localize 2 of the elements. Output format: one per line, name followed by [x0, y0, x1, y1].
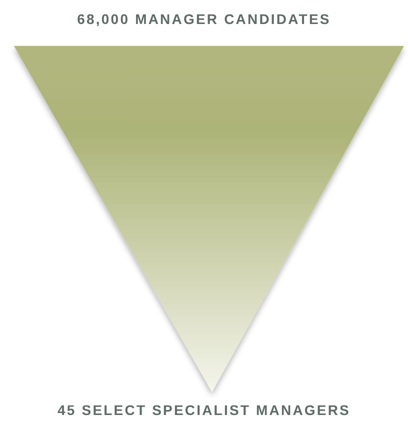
funnel-label: 68,000 MANAGER CANDIDATES: [76, 11, 332, 27]
funnel-label: 45 SELECT SPECIALIST MANAGERS: [56, 402, 352, 418]
